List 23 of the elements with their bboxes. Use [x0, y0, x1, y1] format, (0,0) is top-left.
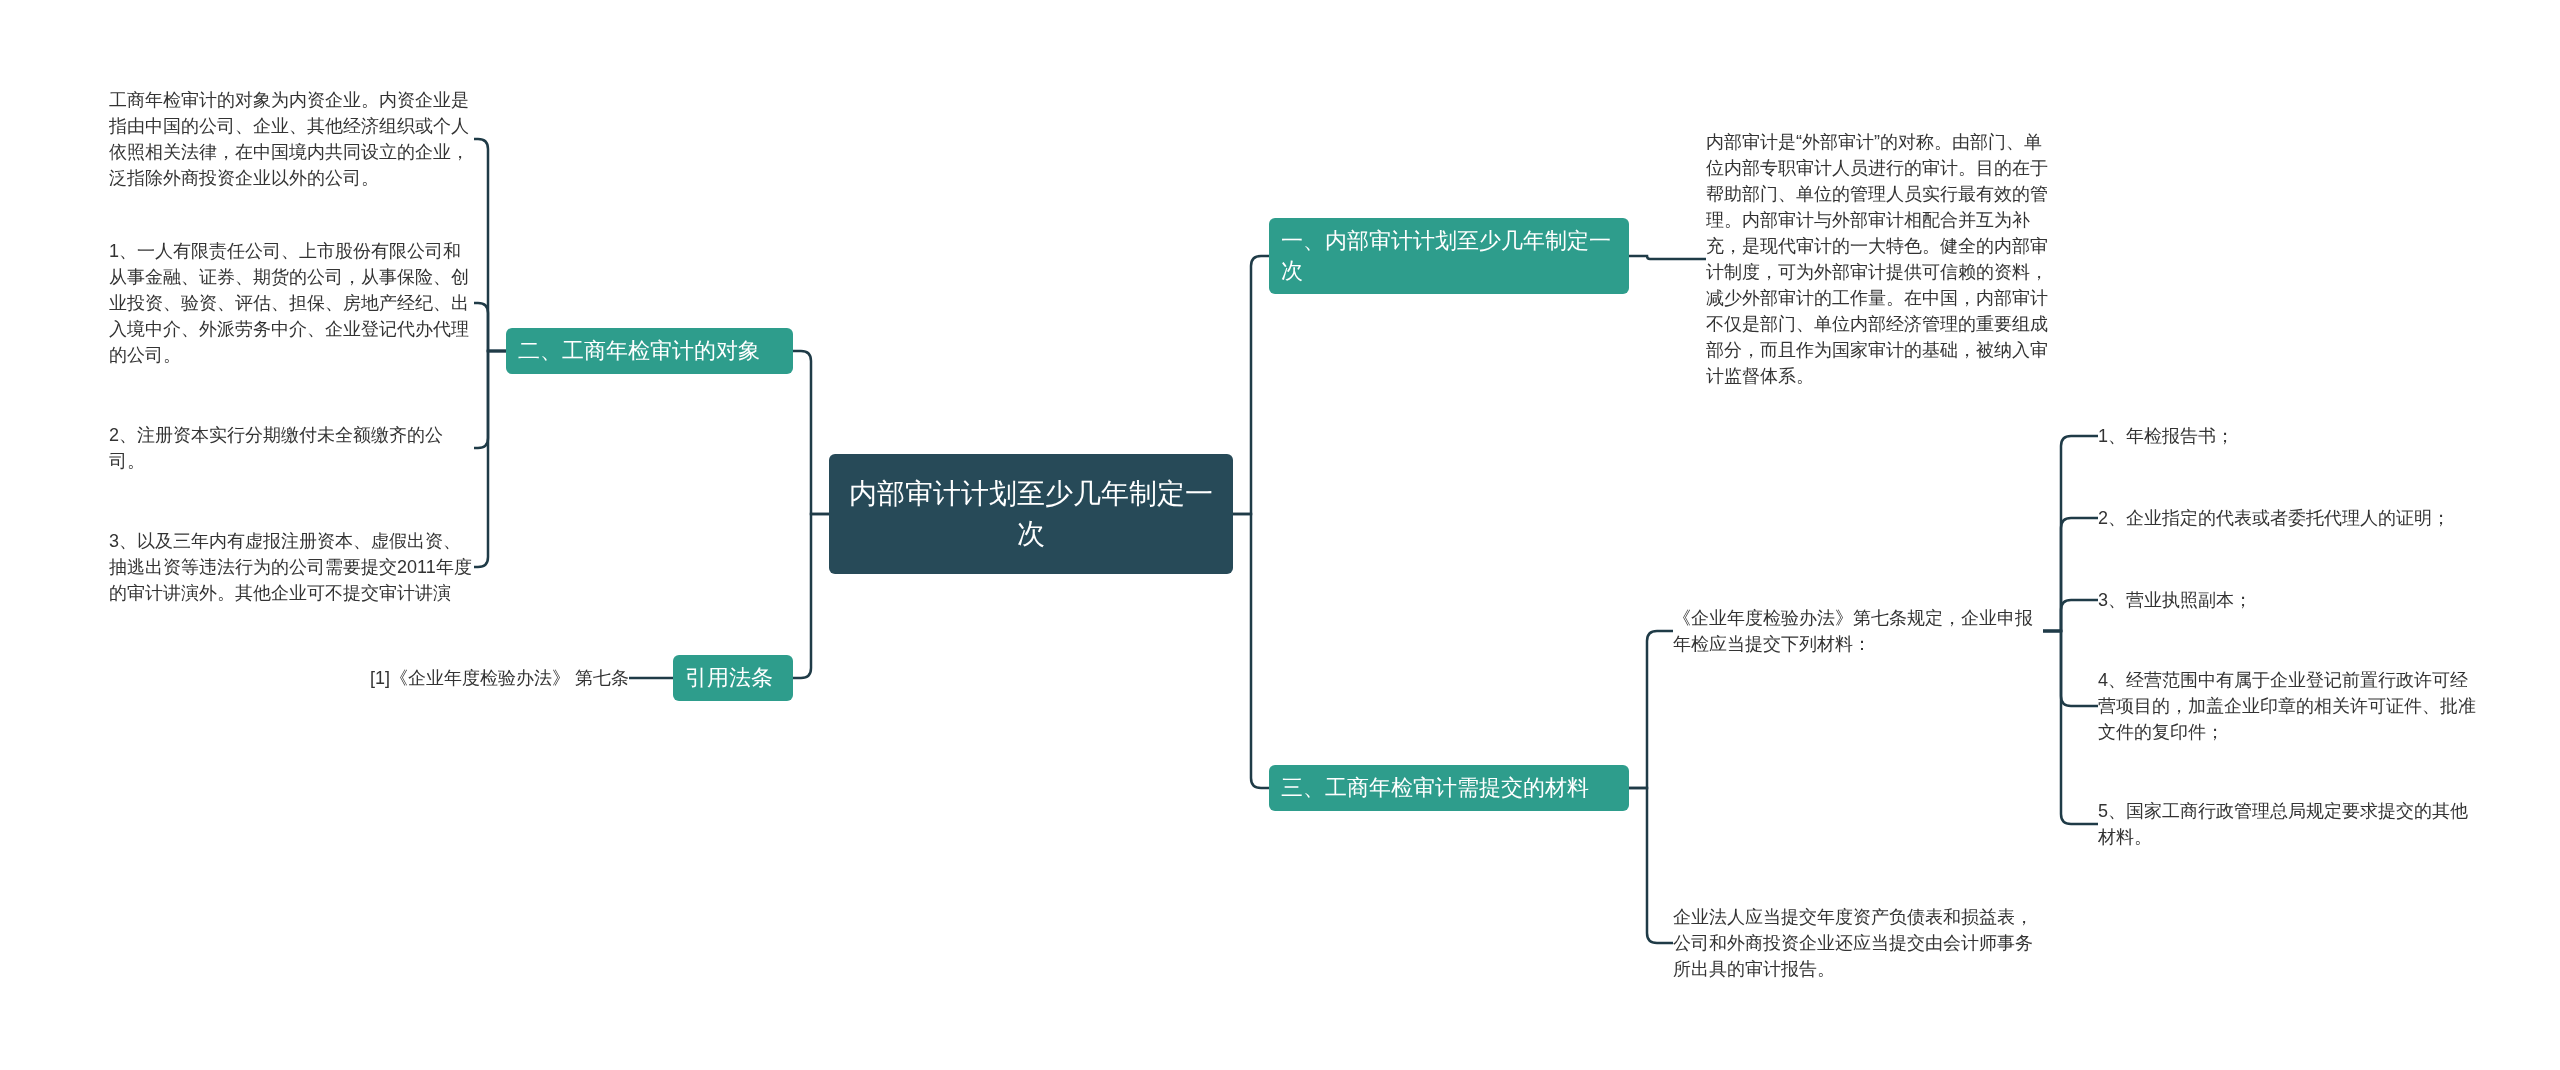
- connector-line: [1629, 254, 1706, 261]
- note-text: 3、营业执照副本；: [2098, 587, 2478, 613]
- topic-box: 引用法条: [673, 655, 793, 701]
- note-text: 5、国家工商行政管理总局规定要求提交的其他材料。: [2098, 798, 2478, 850]
- connector-line: [1233, 512, 1269, 790]
- note-text: 3、以及三年内有虚报注册资本、虚假出资、抽逃出资等违法行为的公司需要提交2011年度的审计讲演外。其他企业可不提交审计讲演: [109, 528, 474, 606]
- note-text: 2、企业指定的代表或者委托代理人的证明；: [2098, 505, 2478, 531]
- note-text: 工商年检审计的对象为内资企业。内资企业是指由中国的公司、企业、其他经济组织或个人依照相关法律，在中国境内共同设立的企业，泛指除外商投资企业以外的公司。: [109, 87, 474, 191]
- note-text: 2、注册资本实行分期缴付未全额缴齐的公司。: [109, 422, 474, 474]
- note-text: 4、经营范围中有属于企业登记前置行政许可经营项目的，加盖企业印章的相关许可证件、批准文件的复印件；: [2098, 667, 2478, 745]
- note-text: 1、年检报告书；: [2098, 423, 2478, 449]
- note-text: 《企业年度检验办法》第七条规定，企业申报年检应当提交下列材料：: [1673, 605, 2043, 657]
- topic-box: 二、工商年检审计的对象: [506, 328, 793, 374]
- connector-line: [2043, 629, 2098, 826]
- central-topic-box: 内部审计计划至少几年制定一次: [829, 454, 1233, 574]
- topic-box: 一、内部审计计划至少几年制定一次: [1269, 218, 1629, 294]
- connector-line: [629, 676, 673, 680]
- note-text: 企业法人应当提交年度资产负债表和损益表，公司和外商投资企业还应当提交由会计师事务所出具的审计报告。: [1673, 904, 2043, 982]
- note-text: 内部审计是“外部审计”的对称。由部门、单位内部专职审计人员进行的审计。目的在于帮助部门、单位的管理人员实行最有效的管理。内部审计与外部审计相配合并互为补充，是现代审计的一大特色。健全的内部审计制度，可为外部审计提供可信赖的资料，减少外部审计的工作量。在中国，内部审计不仅是部门、单位内部经济管理的重要组成部分，而且作为国家审计的基础，被纳入审计监督体系。: [1706, 129, 2056, 389]
- topic-box: 三、工商年检审计需提交的材料: [1269, 765, 1629, 811]
- connector-line: [793, 512, 829, 680]
- note-text: [1]《企业年度检验办法》 第七条: [329, 665, 629, 691]
- note-text: 1、一人有限责任公司、上市股份有限公司和从事金融、证券、期货的公司，从事保险、创业投资、验资、评估、担保、房地产经纪、出入境中介、外派劳务中介、企业登记代办代理的公司。: [109, 238, 474, 368]
